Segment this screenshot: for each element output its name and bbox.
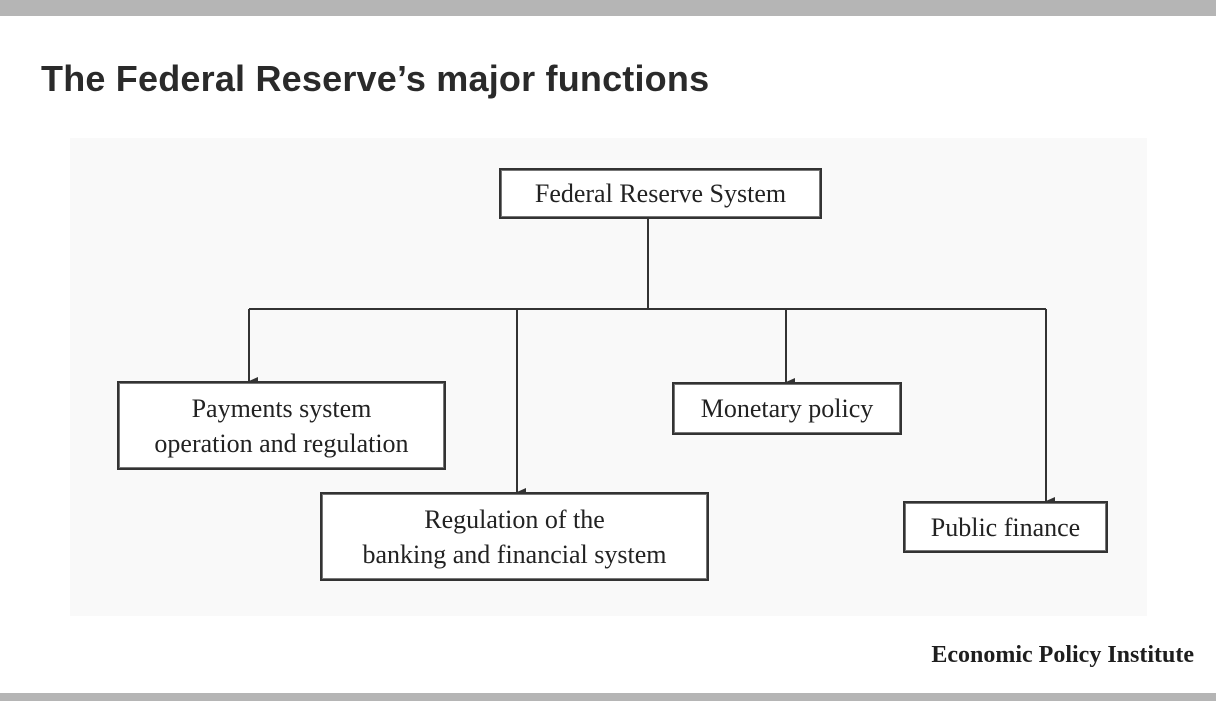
source-credit: Economic Policy Institute (931, 642, 1194, 668)
node-monetary-label: Monetary policy (700, 394, 874, 423)
node-regulation-line-1: Regulation of the (424, 504, 605, 534)
node-payments-system: Payments system operation and regulation (117, 381, 446, 470)
top-bar (0, 0, 1216, 16)
root-node-label: Federal Reserve System (534, 179, 787, 208)
node-regulation-banking: Regulation of the banking and financial … (320, 492, 709, 581)
node-payments-line-1: Payments system (191, 393, 372, 423)
node-public-label: Public finance (930, 512, 1081, 542)
node-payments-line-2: operation and regulation (154, 428, 409, 458)
node-monetary-policy: Monetary policy (672, 382, 902, 435)
page-title: The Federal Reserve’s major functions (41, 58, 710, 99)
node-public-finance: Public finance (903, 501, 1108, 553)
root-node-federal-reserve-system: Federal Reserve System (499, 168, 822, 219)
bottom-bar (0, 693, 1216, 701)
node-regulation-line-2: banking and financial system (362, 539, 667, 569)
